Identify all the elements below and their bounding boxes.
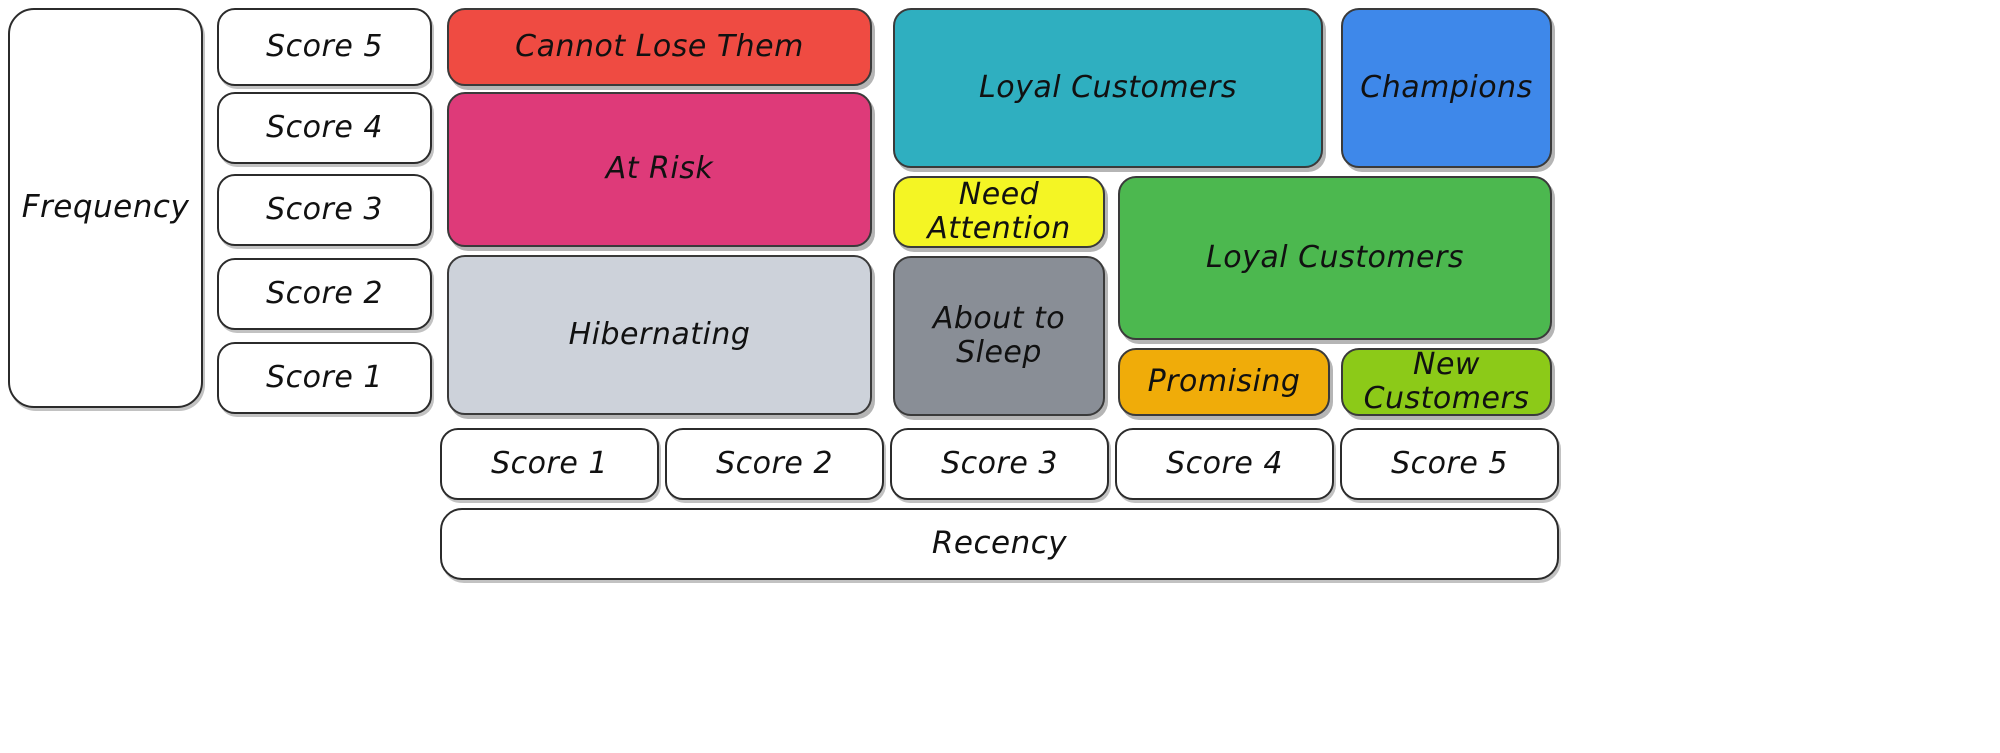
recency-score-3: Score 3: [890, 428, 1109, 500]
segment-need-attention: Need Attention: [893, 176, 1105, 248]
segment-at-risk: At Risk: [447, 92, 872, 247]
segment-champions: Champions: [1341, 8, 1552, 168]
segment-loyal-customers-green: Loyal Customers: [1118, 176, 1552, 340]
frequency-score-2: Score 2: [217, 258, 432, 330]
frequency-axis-label: Frequency: [8, 8, 203, 408]
frequency-score-1: Score 1: [217, 342, 432, 414]
frequency-score-5: Score 5: [217, 8, 432, 86]
segment-promising: Promising: [1118, 348, 1330, 416]
segment-new-customers: New Customers: [1341, 347, 1552, 416]
recency-score-4: Score 4: [1115, 428, 1334, 500]
recency-score-2: Score 2: [665, 428, 884, 500]
frequency-score-3: Score 3: [217, 174, 432, 246]
recency-score-1: Score 1: [440, 428, 659, 500]
recency-axis-label: Recency: [440, 508, 1559, 580]
frequency-score-4: Score 4: [217, 92, 432, 164]
segment-hibernating: Hibernating: [447, 255, 872, 415]
recency-score-5: Score 5: [1340, 428, 1559, 500]
segment-about-to-sleep: About to Sleep: [893, 256, 1105, 416]
segment-cannot-lose-them: Cannot Lose Them: [447, 8, 872, 86]
segment-loyal-customers-top: Loyal Customers: [893, 8, 1323, 168]
